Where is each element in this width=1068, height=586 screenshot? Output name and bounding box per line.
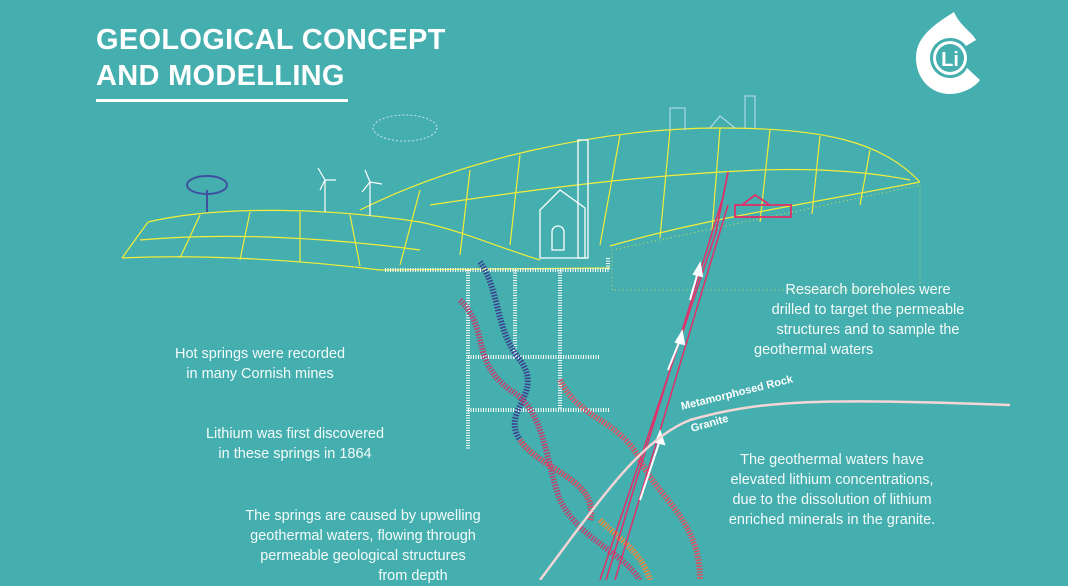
metamorphosed-rock-label: Metamorphosed Rock — [680, 373, 795, 413]
note-line: elevated lithium concentrations, — [730, 472, 934, 488]
note-line: from depth — [378, 568, 448, 584]
note-lithium-discovered: Lithium was first discovered in these sp… — [180, 424, 410, 464]
cloud-icon — [372, 114, 438, 142]
note-line: due to the dissolution of lithium — [732, 492, 932, 508]
lithium-logo-icon: Li — [916, 12, 980, 94]
wind-turbine-icon — [317, 167, 383, 216]
note-line: geothermal waters — [754, 342, 874, 358]
note-boreholes: Research boreholes were drilled to targe… — [748, 280, 988, 360]
title-line-2: AND MODELLING — [96, 60, 345, 92]
note-line: structures and to sample the — [776, 322, 960, 338]
logo-text: Li — [941, 49, 959, 71]
note-line: Lithium was first discovered — [205, 426, 385, 442]
upflow-arrow-icon — [639, 261, 704, 501]
note-line: The springs are caused by upwelling — [245, 508, 481, 524]
note-line: The geothermal waters have — [740, 452, 924, 468]
note-line: Research boreholes were — [785, 282, 951, 298]
note-line: in these springs in 1864 — [218, 446, 372, 462]
note-line: geothermal waters, flowing through — [250, 528, 476, 544]
granite-contact-line — [538, 400, 1011, 580]
research-boreholes — [599, 199, 729, 580]
landscape-fields — [121, 127, 921, 291]
title-underline — [96, 99, 348, 102]
distant-mine-buildings-icon — [669, 95, 756, 130]
title-line-1: GEOLOGICAL CONCEPT — [96, 24, 446, 56]
mine-shafts — [385, 258, 610, 450]
tree-icon — [186, 175, 228, 212]
note-hot-springs: Hot springs were recorded in many Cornis… — [150, 344, 370, 384]
note-springs-caused: The springs are caused by upwelling geot… — [222, 506, 504, 586]
note-line: Hot springs were recorded — [174, 346, 346, 362]
note-line: drilled to target the permeable — [771, 302, 965, 318]
mine-engine-house-icon — [539, 139, 589, 259]
note-line: permeable geological structures — [260, 548, 466, 564]
page-title: GEOLOGICAL CONCEPT AND MODELLING — [96, 22, 446, 94]
drill-rig-icon — [715, 171, 792, 233]
note-line: enriched minerals in the granite. — [728, 512, 936, 528]
note-geothermal-waters: The geothermal waters have elevated lith… — [712, 450, 952, 530]
note-line: in many Cornish mines — [186, 366, 334, 382]
